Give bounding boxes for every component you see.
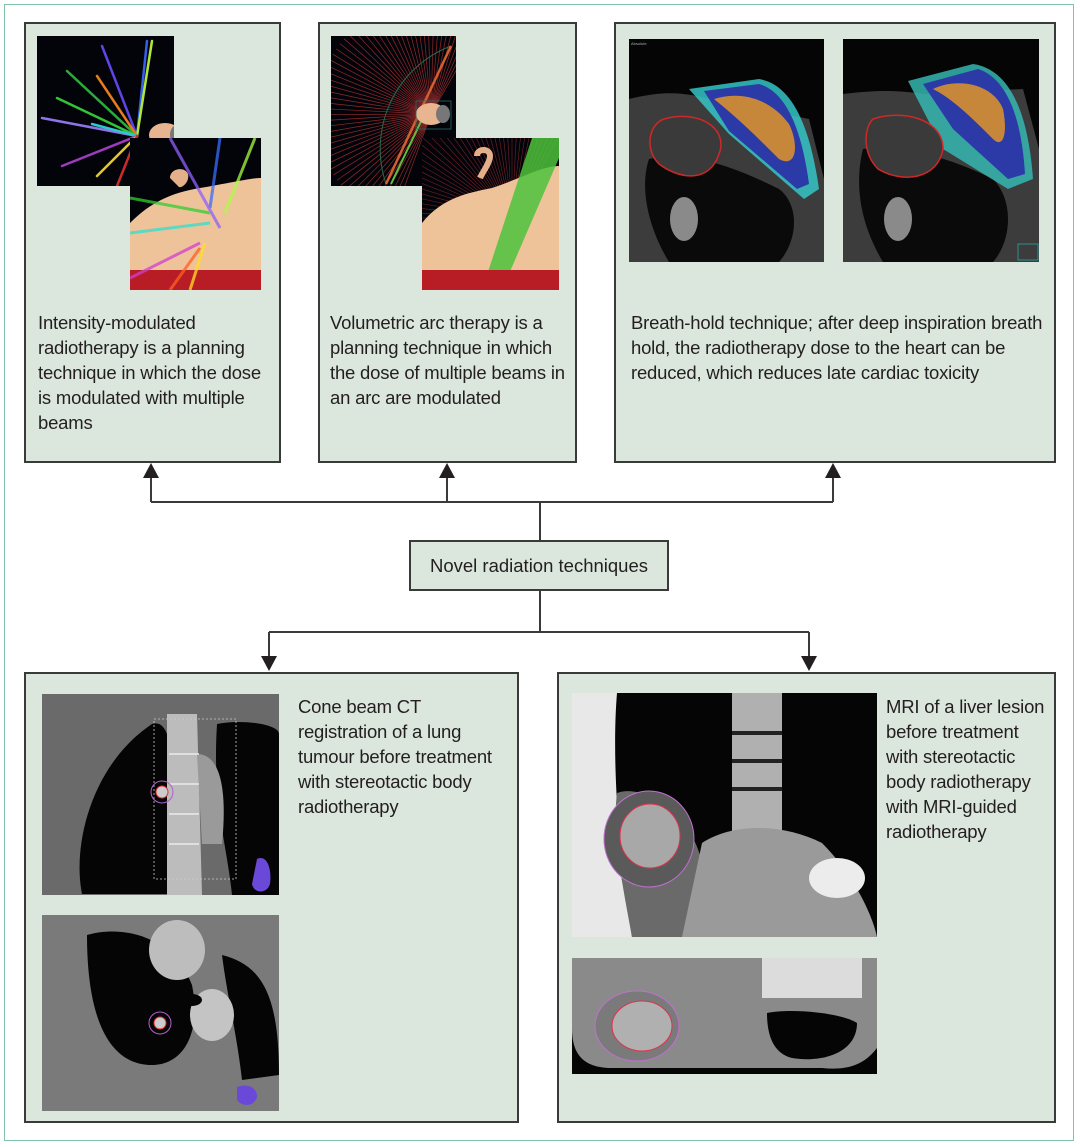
- arc-beam-line: [406, 36, 432, 115]
- arc-beam-line: [331, 60, 432, 115]
- arc-beam-line: [430, 36, 443, 115]
- imrt-caption: Intensity-modulated radiotherapy is a pl…: [38, 312, 261, 433]
- arc-beam-line: [331, 108, 432, 115]
- arc-beam-line: [331, 85, 432, 115]
- arc-beam-line: [390, 36, 432, 115]
- arc-beam-line: [384, 113, 432, 186]
- vmat-closeup-image: [422, 138, 559, 290]
- arc-beam-line: [349, 113, 432, 186]
- cbct-coronal-image: [42, 694, 279, 895]
- arc-beam-line: [331, 97, 432, 115]
- arrowhead-up-icon: [825, 463, 841, 478]
- arc-beam-line: [394, 113, 432, 186]
- arc-beam-line: [410, 36, 432, 115]
- arc-beam-line: [430, 56, 456, 115]
- arc-beam-line: [430, 69, 456, 115]
- arc-beam-line: [424, 36, 432, 115]
- arc-beam-line: [332, 53, 432, 115]
- arc-beam-line: [430, 36, 456, 115]
- node-vmat: Volumetric arc therapy is a planning tec…: [318, 22, 577, 463]
- breath-hold-dibh-image: [843, 39, 1039, 262]
- arc-beam-line: [399, 113, 432, 186]
- cbct-caption: Cone beam CT registration of a lung tumo…: [298, 696, 492, 817]
- arc-beam-line: [336, 113, 432, 181]
- arc-beam-line: [358, 36, 432, 115]
- breath-hold-caption: Breath-hold technique; after deep inspir…: [631, 312, 1043, 383]
- arc-beam-line: [396, 36, 432, 115]
- node-novel-radiation-techniques: Novel radiation techniques: [409, 540, 669, 591]
- arc-beam-line: [372, 36, 432, 115]
- center-node-label: Novel radiation techniques: [429, 554, 649, 576]
- mri-caption: MRI of a liver lesion before treatment w…: [886, 696, 1045, 842]
- arc-beam-line: [331, 113, 432, 156]
- arrowhead-down-icon: [801, 656, 817, 671]
- arc-beam-line: [331, 113, 432, 127]
- mri-coronal-image: [572, 693, 877, 937]
- arc-beam-line: [430, 36, 447, 115]
- arc-beam-line: [404, 113, 432, 186]
- arc-beam-line: [430, 36, 434, 115]
- arc-beam-line: [331, 113, 432, 121]
- arc-beam-line: [331, 91, 432, 115]
- node-mri-liver: MRI of a liver lesion before treatment w…: [557, 672, 1056, 1123]
- arc-beam-line: [389, 113, 432, 186]
- arrowhead-up-icon: [439, 463, 455, 478]
- arc-beam-line: [428, 36, 432, 115]
- svg-text:Absolute: Absolute: [631, 41, 647, 46]
- arc-beam-line: [331, 73, 432, 115]
- node-breath-hold: Absolute Breath-hold technique; after de…: [614, 22, 1056, 463]
- arc-beam-line: [379, 36, 432, 115]
- arc-beam-line: [331, 113, 432, 132]
- node-imrt: Intensity-modulated radiotherapy is a pl…: [24, 22, 281, 463]
- breath-hold-free-breathing-image: Absolute: [629, 39, 824, 262]
- arrowhead-up-icon: [143, 463, 159, 478]
- arrowhead-down-icon: [261, 656, 277, 671]
- mri-axial-image: [572, 958, 877, 1074]
- arc-beam-line: [401, 36, 432, 115]
- arc-beam-line: [385, 36, 432, 115]
- arc-beam-line: [430, 36, 438, 115]
- arc-beam-line: [331, 113, 432, 150]
- node-cone-beam-ct: Cone beam CT registration of a lung tumo…: [24, 672, 519, 1123]
- arc-beam-line: [331, 113, 432, 144]
- vmat-caption: Volumetric arc therapy is a planning tec…: [330, 312, 565, 408]
- arc-beam-line: [430, 63, 456, 115]
- arc-beam-line: [331, 79, 432, 115]
- arc-beam-line: [331, 103, 432, 115]
- arc-beam-line: [336, 48, 432, 115]
- imrt-closeup-image: [130, 138, 261, 290]
- arc-beam-line: [331, 113, 432, 138]
- arc-beam-line: [331, 66, 432, 115]
- arc-beam-line: [430, 46, 456, 115]
- arc-beam-line: [343, 38, 432, 115]
- arc-beam-line: [331, 113, 432, 115]
- cbct-axial-image: [42, 915, 279, 1111]
- arc-beam-line: [365, 36, 432, 115]
- figure-frame: [4, 4, 1074, 1141]
